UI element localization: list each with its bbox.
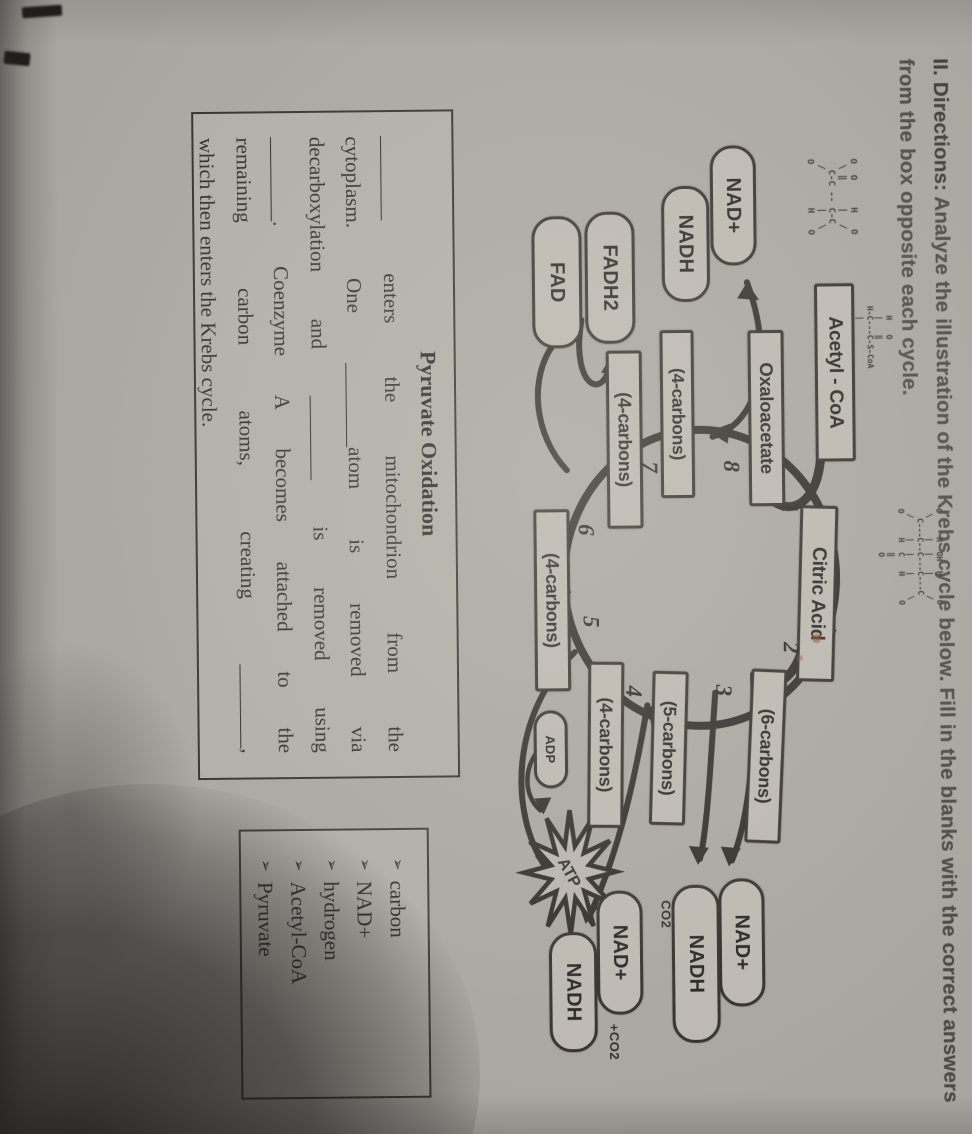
pyruvate-line: ________ enters the mitochondrion from t… (377, 135, 408, 753)
arrow-cycle-to-fad (534, 341, 570, 474)
pill-adp: ADP (533, 710, 569, 789)
pyruvate-line: cytoplasm. One ________atom is removed v… (340, 136, 372, 753)
formula-oxaloacetate: O O H O \ ‖ | / C-C -- C-C / | \ O H O (804, 153, 859, 235)
step-number-3: 3 (711, 684, 737, 697)
arrow-bullet-icon: ➢ (289, 858, 307, 872)
pill-nadh-step4: NADH (548, 931, 598, 1053)
arrow-bullet-icon: ➢ (256, 859, 274, 873)
pyruvate-line: which then enters the Krebs cycle. (194, 137, 222, 428)
step-number-6: 6 (573, 523, 599, 536)
pyruvate-line: decarboxylation and ________ is removed … (304, 136, 335, 753)
word-bank-item: ➢Pyruvate (248, 859, 283, 1097)
word-bank-item: ➢NAD+ (347, 858, 382, 1096)
step-number-4: 4 (621, 685, 647, 698)
box-5-carbons: (5-carbons) (648, 670, 689, 826)
pill-fad: FAD (531, 216, 583, 349)
pill-nad-plus-step3: NAD+ (718, 878, 766, 1007)
pill-fadh2: FADH2 (584, 211, 636, 345)
pill-nad-plus-left: NAD+ (709, 145, 757, 266)
pill-nadh-left: NADH (660, 185, 711, 303)
formula-citrate: O H OH H O \ | | | / C---C--C---C---C / … (876, 508, 945, 606)
step-number-5: 5 (578, 615, 604, 628)
box-oxaloacetate: Oxaloacetate (747, 329, 786, 507)
step-number-2: 2 (778, 641, 804, 654)
pyruvate-oxidation-box: Pyruvate Oxidation ________ enters the m… (191, 109, 461, 781)
word-bank-box: ➢carbon ➢NAD+ ➢hydrogen ➢Acetyl-CoA ➢Pyr… (238, 827, 432, 1100)
box-4-carbons-step7: (4-carbons) (605, 350, 644, 529)
arrow-bullet-icon: ➢ (388, 857, 406, 871)
pill-nad-plus-step4: NAD+ (596, 890, 644, 1015)
word-bank-item: ➢carbon (380, 858, 415, 1096)
co2-label: CO2 (658, 900, 674, 929)
box-4-carbons-step5: (4-carbons) (587, 661, 625, 828)
arrow-bullet-icon: ➢ (322, 858, 340, 872)
plus-co2-label: +CO2 (606, 1023, 623, 1061)
box-4-carbons-step6: (4-carbons) (533, 509, 572, 692)
box-6-carbons: (6-carbons) (744, 668, 788, 844)
arrow-bullet-icon: ➢ (355, 858, 373, 872)
box-acetyl-coa: Acetyl - CoA (813, 283, 856, 462)
arrow-step3-to-nad-b (696, 689, 719, 862)
step-number-7: 7 (636, 461, 662, 473)
pill-nadh-step3: NADH (671, 884, 721, 1044)
step-number-1: 1 (777, 501, 803, 514)
paper-stain (797, 655, 803, 661)
pyruvate-line: ________. Coenzyme A becomes attached to… (267, 137, 299, 754)
step-number-8: 8 (718, 460, 744, 473)
box-4-carbons-step8: (4-carbons) (659, 329, 696, 499)
word-bank-item: ➢Acetyl-CoA (281, 859, 316, 1097)
paper-stain (812, 634, 821, 643)
pyruvate-oxidation-title: Pyruvate Oxidation (415, 350, 443, 537)
pyruvate-line: remaining carbon atoms, creating _______… (231, 137, 262, 754)
word-bank-item: ➢hydrogen (314, 859, 349, 1097)
ink-mark (3, 50, 31, 67)
